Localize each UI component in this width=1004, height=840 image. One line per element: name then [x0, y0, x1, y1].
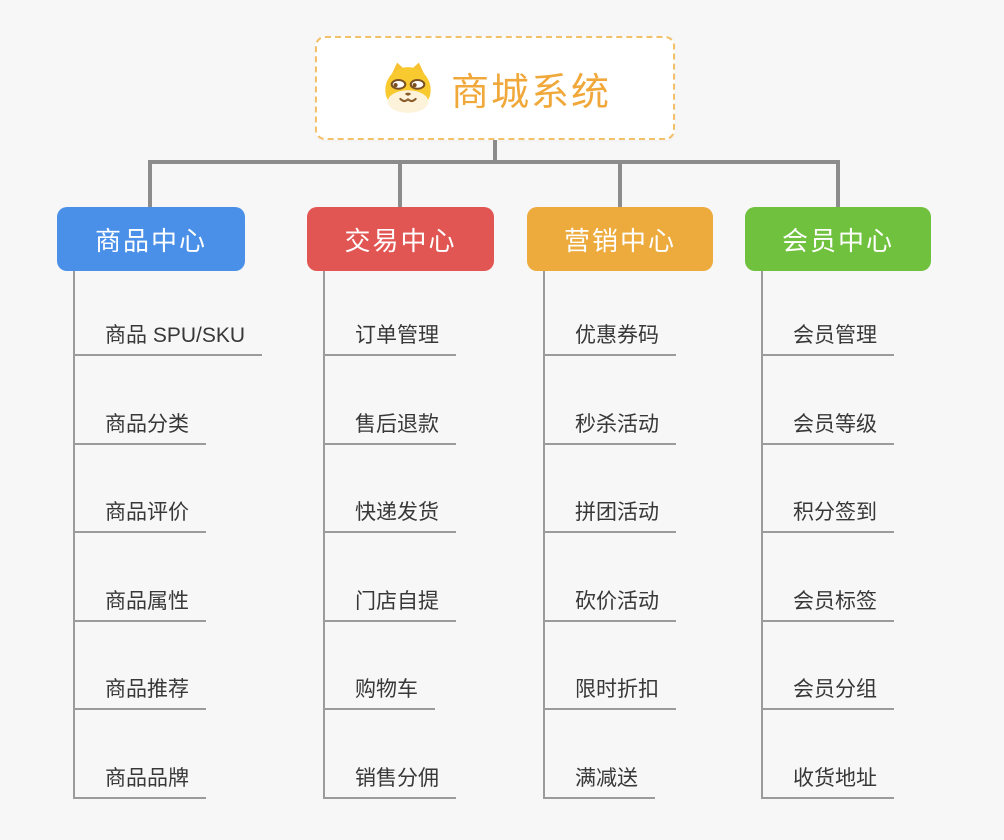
branch-vertical-line — [543, 271, 545, 799]
connector-drop-trade — [398, 160, 402, 207]
leaf-node[interactable]: 门店自提 — [323, 584, 456, 622]
shiba-dog-face-icon — [379, 59, 437, 117]
root-node-title: 商城系统 — [450, 71, 611, 114]
leaf-node[interactable]: 会员管理 — [761, 318, 894, 356]
leaf-node[interactable]: 满减送 — [543, 761, 655, 799]
leaf-node[interactable]: 收货地址 — [761, 761, 894, 799]
leaf-node[interactable]: 会员等级 — [761, 407, 894, 445]
connector-drop-product — [148, 160, 152, 207]
branch-vertical-line — [73, 271, 75, 799]
leaf-node[interactable]: 限时折扣 — [543, 672, 676, 710]
leaf-node[interactable]: 商品分类 — [73, 407, 206, 445]
leaf-node[interactable]: 砍价活动 — [543, 584, 676, 622]
leaf-node[interactable]: 商品品牌 — [73, 761, 206, 799]
branch-node-trade-center[interactable]: 交易中心 — [307, 207, 494, 271]
connector-bus-line — [148, 160, 840, 164]
leaf-node[interactable]: 积分签到 — [761, 495, 894, 533]
leaf-node[interactable]: 商品 SPU/SKU — [73, 318, 263, 356]
leaf-node[interactable]: 会员标签 — [761, 584, 894, 622]
leaf-node[interactable]: 购物车 — [323, 672, 435, 710]
connector-drop-member — [836, 160, 840, 207]
branch-items-marketing: 优惠券码 秒杀活动 拼团活动 砍价活动 限时折扣 满减送 — [543, 271, 676, 799]
branch-items-product: 商品 SPU/SKU 商品分类 商品评价 商品属性 商品推荐 商品品牌 — [73, 271, 263, 799]
leaf-node[interactable]: 商品评价 — [73, 495, 206, 533]
branch-node-product-center[interactable]: 商品中心 — [57, 207, 245, 271]
leaf-node[interactable]: 销售分佣 — [323, 761, 456, 799]
root-node[interactable]: 商城系统 — [315, 36, 675, 140]
branch-items-member: 会员管理 会员等级 积分签到 会员标签 会员分组 收货地址 — [761, 271, 894, 799]
branch-items-trade: 订单管理 售后退款 快递发货 门店自提 购物车 销售分佣 — [323, 271, 456, 799]
branch-node-member-center[interactable]: 会员中心 — [745, 207, 931, 271]
leaf-node[interactable]: 商品推荐 — [73, 672, 206, 710]
connector-root-drop — [493, 140, 497, 164]
connector-drop-marketing — [618, 160, 622, 207]
leaf-node[interactable]: 订单管理 — [323, 318, 456, 356]
branch-vertical-line — [761, 271, 763, 799]
leaf-node[interactable]: 售后退款 — [323, 407, 456, 445]
branch-node-marketing-center[interactable]: 营销中心 — [527, 207, 713, 271]
leaf-node[interactable]: 优惠券码 — [543, 318, 676, 356]
leaf-node[interactable]: 会员分组 — [761, 672, 894, 710]
leaf-node[interactable]: 拼团活动 — [543, 495, 676, 533]
branch-vertical-line — [323, 271, 325, 799]
leaf-node[interactable]: 秒杀活动 — [543, 407, 676, 445]
leaf-node[interactable]: 快递发货 — [323, 495, 456, 533]
leaf-node[interactable]: 商品属性 — [73, 584, 206, 622]
